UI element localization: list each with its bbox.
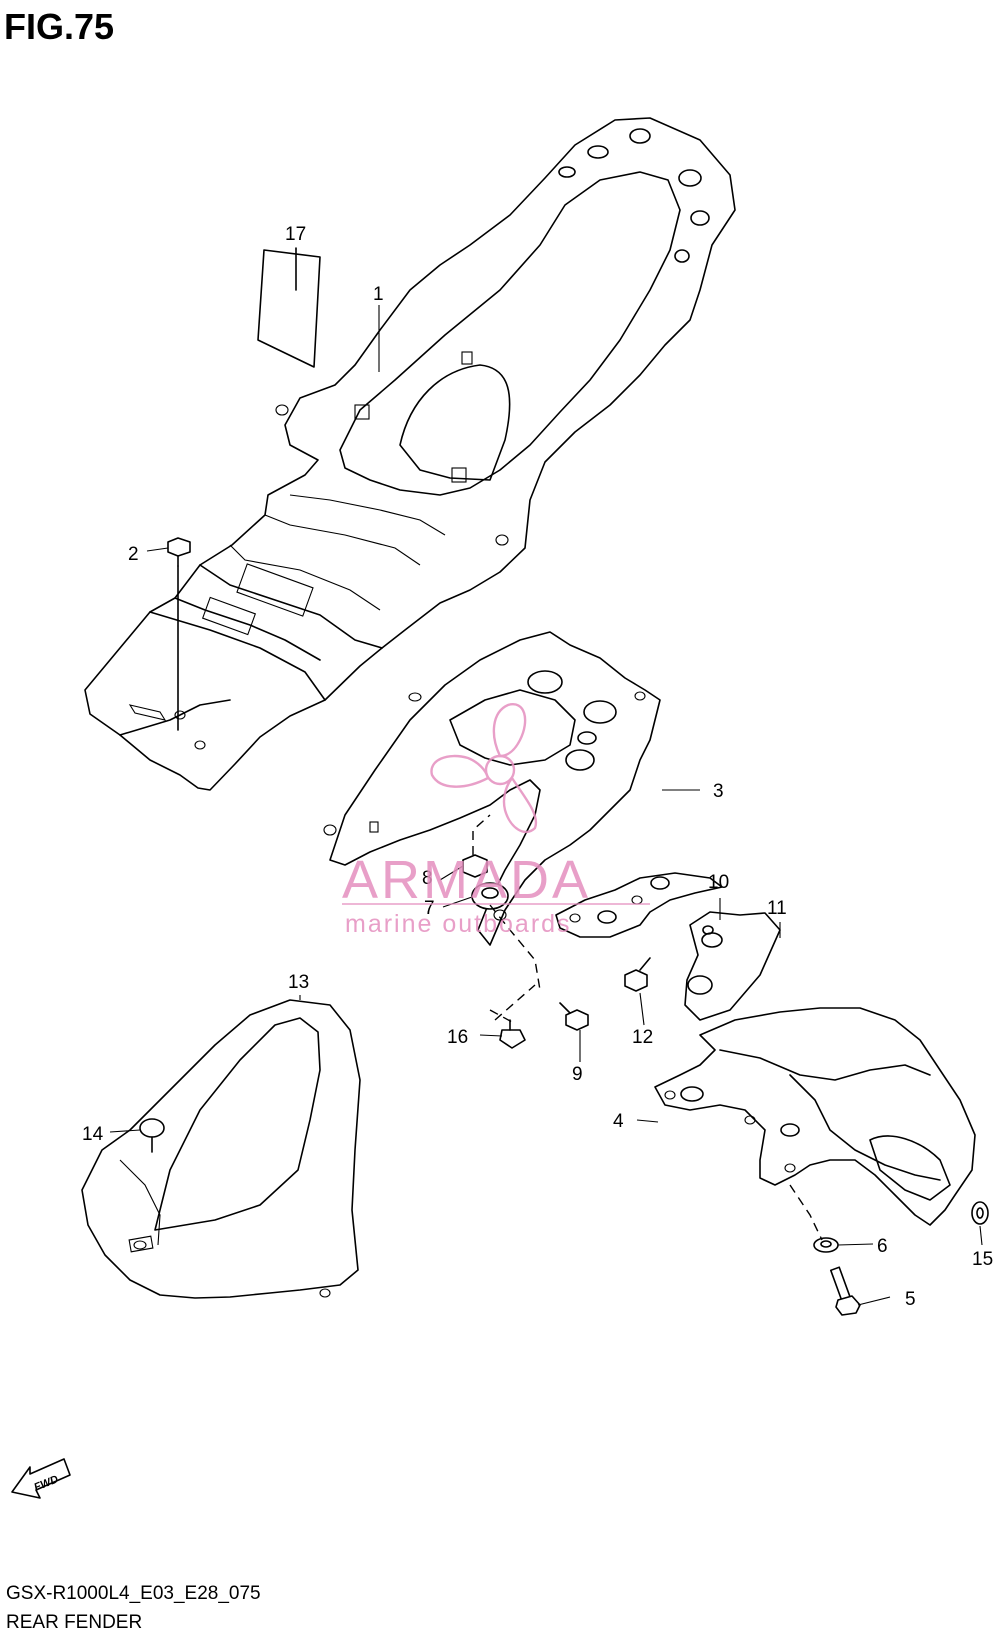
watermark: ARMADA marine outboards <box>342 703 650 938</box>
callout-6: 6 <box>877 1236 888 1257</box>
callout-12: 12 <box>632 1027 653 1048</box>
part-2-bolt[interactable] <box>167 537 191 731</box>
part-15-washer[interactable] <box>971 1201 989 1225</box>
callout-17: 17 <box>285 224 306 245</box>
figure-title: FIG.75 <box>4 6 115 47</box>
part-4-fender-tail[interactable] <box>654 1007 976 1226</box>
arrow-left-icon <box>11 1458 71 1499</box>
callout-2: 2 <box>128 544 139 565</box>
part-13-hugger[interactable] <box>81 999 361 1299</box>
fwd-direction-badge: FWD <box>11 1458 71 1499</box>
callout-11: 11 <box>767 898 787 919</box>
callout-4: 4 <box>613 1111 624 1132</box>
callout-14: 14 <box>82 1124 104 1145</box>
callout-9: 9 <box>572 1064 583 1085</box>
callout-7: 7 <box>424 898 435 919</box>
callout-16: 16 <box>447 1027 468 1048</box>
part-6-washer[interactable] <box>813 1237 839 1253</box>
part-16-rivet[interactable] <box>499 1019 526 1049</box>
assembly-line-8-to-3 <box>472 814 491 855</box>
part-10-bracket[interactable] <box>555 872 723 938</box>
propeller-logo-icon <box>430 703 538 834</box>
callout-15: 15 <box>972 1249 993 1270</box>
callout-3: 3 <box>713 781 724 802</box>
part-8-nut[interactable] <box>462 854 488 878</box>
part-1-rear-fender-body[interactable] <box>84 117 736 791</box>
callout-10: 10 <box>708 872 729 893</box>
assembly-line-6-to-4 <box>789 1184 823 1241</box>
callout-5: 5 <box>905 1289 916 1310</box>
part-7-grommet[interactable] <box>471 882 509 910</box>
callout-1: 1 <box>373 284 384 305</box>
leader-lines <box>109 248 983 1306</box>
part-3-fender-panel[interactable] <box>323 631 661 946</box>
watermark-brand: ARMADA <box>342 850 591 910</box>
model-code: GSX-R1000L4_E03_E28_075 <box>6 1583 261 1604</box>
watermark-tagline: marine outboards <box>345 910 572 938</box>
assembly-line-7-to-3 <box>489 904 541 991</box>
callout-13: 13 <box>288 972 309 993</box>
assembly-line-16 <box>489 984 536 1023</box>
part-12-bolt[interactable] <box>624 957 651 992</box>
part-17-label-sticker[interactable] <box>257 247 321 368</box>
part-14-screw[interactable] <box>139 1118 165 1153</box>
part-11-mount-bracket[interactable] <box>684 911 781 1021</box>
part-9-screw[interactable] <box>559 1002 589 1031</box>
callout-8: 8 <box>422 868 433 889</box>
part-5-bolt[interactable] <box>829 1266 861 1316</box>
section-name: REAR FENDER <box>6 1612 143 1633</box>
